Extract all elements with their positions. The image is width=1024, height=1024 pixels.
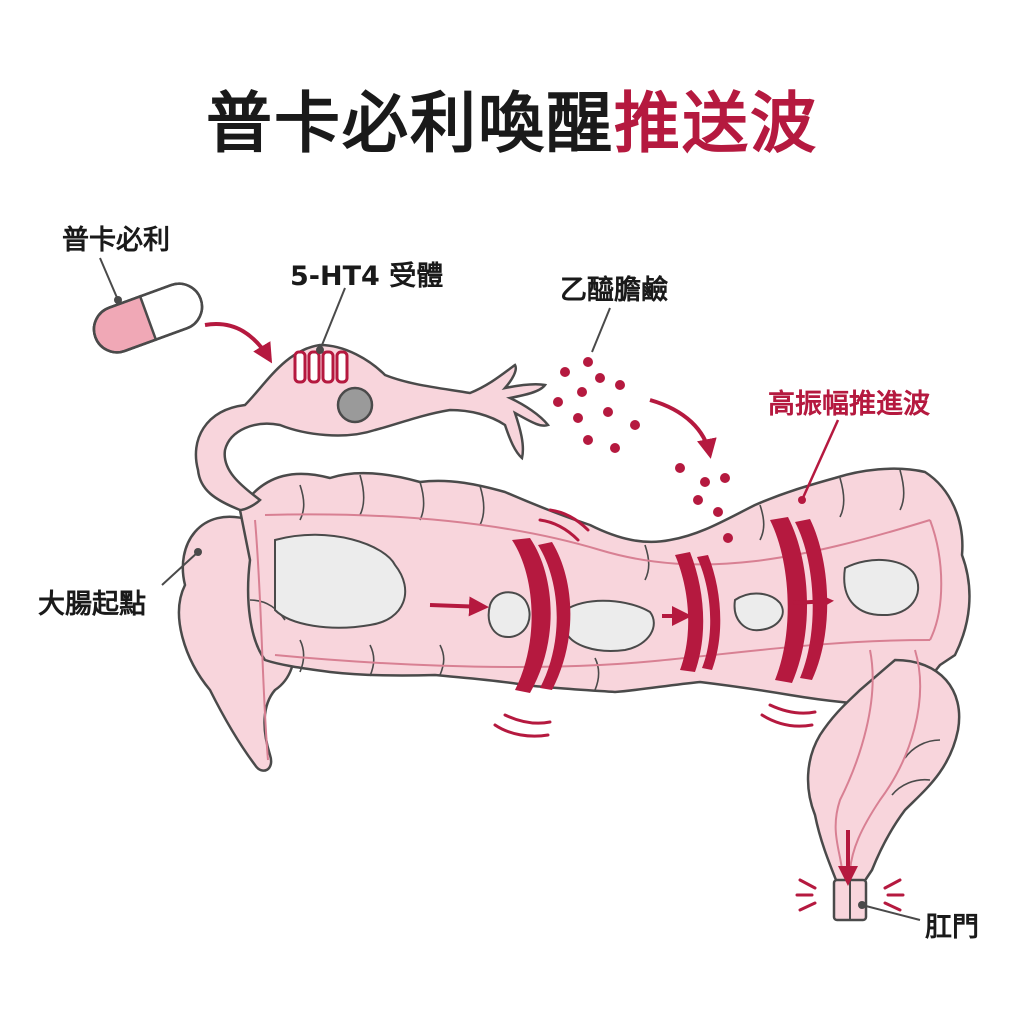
contraction-ring [770,517,808,683]
title-main: 普卡必利喚醒 [206,85,614,162]
leader-acetylcholine [591,307,611,353]
colon-descending [806,658,961,887]
neuron-icon [194,343,551,512]
colon [177,467,971,922]
page-title: 普卡必利喚醒推送波 [0,70,1024,166]
contraction-ring [512,538,551,693]
leader-receptor [319,287,346,351]
label-receptor: 5-HT4 受體 [290,261,444,292]
stool-mass [487,591,531,639]
stool-mass [843,558,920,617]
contraction-ring [795,519,828,680]
acetylcholine-arrow [649,398,717,459]
stool-mass [564,599,655,652]
capsule-icon [92,282,204,354]
label-drug: 普卡必利 [62,225,170,256]
stool-mass [733,592,784,632]
leader-colon-start [161,551,199,586]
neuron-nucleus [336,386,374,424]
contraction-ring [697,555,721,670]
contraction-ring [538,542,571,690]
label-anus: 肛門 [925,912,979,943]
receptor-icon [293,350,349,384]
leader-anus [861,904,921,921]
leader-wave [800,419,840,501]
drug-action-arrow [204,322,273,364]
leader-drug [99,257,119,301]
title-accent: 推送波 [614,85,818,162]
acetylcholine-molecules [553,357,733,543]
stool-mass [274,533,407,629]
label-acetylcholine: 乙醯膽鹼 [560,275,668,306]
label-colon-start: 大腸起點 [38,589,146,620]
label-wave: 高振幅推進波 [768,389,930,420]
